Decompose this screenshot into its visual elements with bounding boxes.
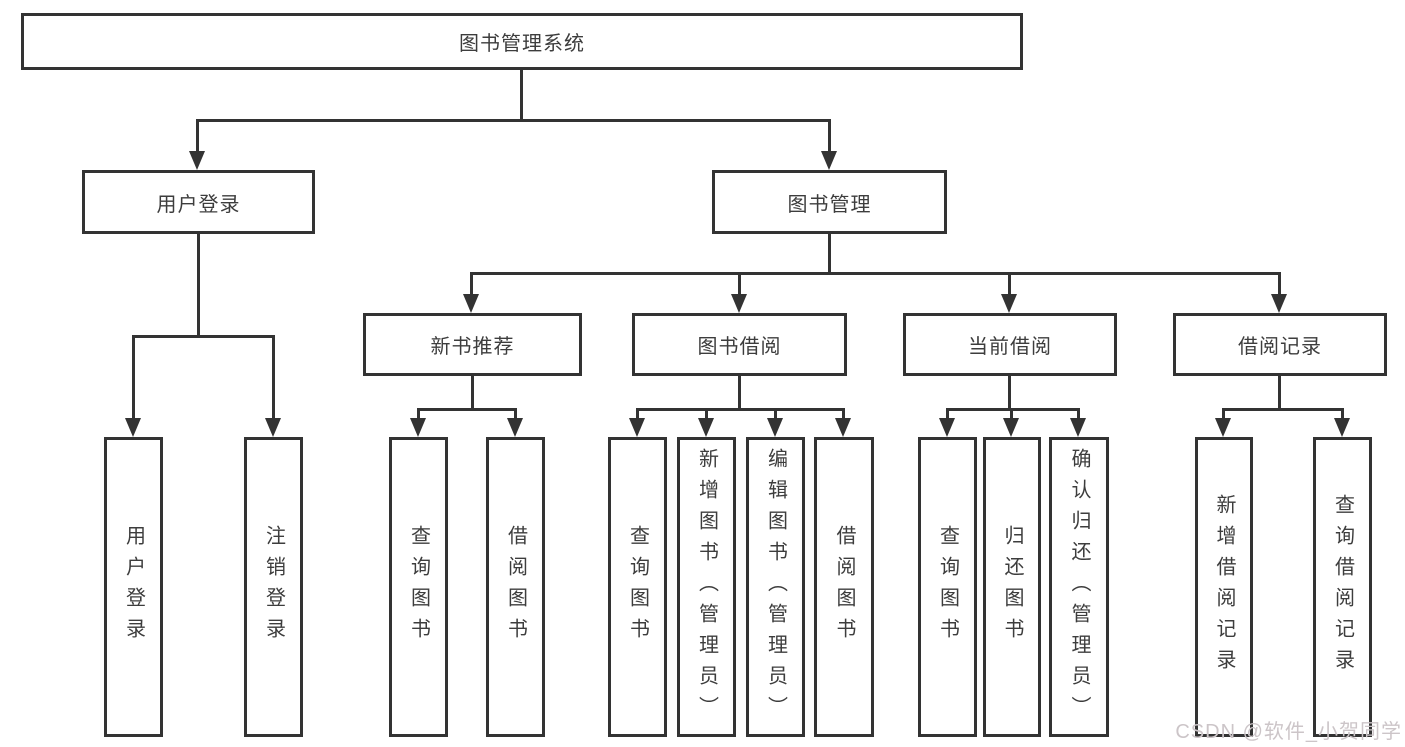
leaf-query-books-current: 查询图书 (918, 437, 977, 737)
arrow-down-icon (629, 418, 645, 437)
node-label: 新书推荐 (430, 336, 515, 358)
arrow-down-icon (265, 418, 281, 437)
node-label: 图书管理系统 (459, 33, 585, 55)
connector-line (470, 272, 1281, 275)
arrow-down-icon (189, 151, 205, 170)
csdn-watermark: CSDN @软件_小贺同学 (1175, 721, 1402, 743)
leaf-label: 新增图书（管理员） (695, 447, 718, 727)
connector-line (1341, 408, 1344, 419)
arrow-down-icon (835, 418, 851, 437)
leaf-label: 查询借阅记录 (1331, 494, 1354, 680)
node-label: 借阅记录 (1238, 336, 1322, 358)
node-label: 当前借阅 (968, 336, 1052, 358)
connector-line (196, 119, 199, 153)
node-book-borrowing: 图书借阅 (632, 313, 847, 376)
leaf-user-login: 用户登录 (104, 437, 163, 737)
connector-line (828, 119, 831, 153)
connector-line (636, 408, 639, 419)
connector-line (738, 376, 741, 408)
connector-line (197, 234, 200, 335)
arrow-down-icon (767, 418, 783, 437)
connector-line (1222, 408, 1225, 419)
connector-line (417, 408, 517, 411)
leaf-return-books: 归还图书 (983, 437, 1041, 737)
leaf-logout: 注销登录 (244, 437, 303, 737)
connector-line (636, 408, 844, 411)
leaf-label: 新增借阅记录 (1213, 494, 1235, 680)
arrow-down-icon (125, 418, 141, 437)
node-library-management-system: 图书管理系统 (21, 13, 1023, 70)
leaf-label: 借阅图书 (833, 525, 855, 649)
node-book-management-branch: 图书管理 (712, 170, 947, 234)
leaf-confirm-return-admin: 确认归还（管理员） (1049, 437, 1109, 737)
connector-line (1278, 376, 1281, 408)
connector-line (738, 272, 741, 297)
node-current-borrowing: 当前借阅 (903, 313, 1117, 376)
arrow-down-icon (507, 418, 523, 437)
connector-line (1008, 272, 1011, 297)
leaf-label: 借阅图书 (504, 525, 527, 649)
leaf-label: 查询图书 (936, 525, 959, 649)
connector-line (132, 335, 274, 338)
leaf-add-books-admin: 新增图书（管理员） (677, 437, 736, 737)
leaf-query-borrow-record: 查询借阅记录 (1313, 437, 1372, 737)
arrow-down-icon (1003, 418, 1019, 437)
connector-line (774, 408, 777, 419)
leaf-query-books-recommend: 查询图书 (389, 437, 448, 737)
connector-line (514, 408, 517, 419)
leaf-query-books-borrowing: 查询图书 (608, 437, 667, 737)
connector-line (1077, 408, 1080, 419)
arrow-down-icon (1215, 418, 1231, 437)
arrow-down-icon (698, 418, 714, 437)
leaf-label: 编辑图书（管理员） (764, 447, 787, 727)
arrow-down-icon (821, 151, 837, 170)
leaf-label: 注销登录 (262, 525, 285, 649)
connector-line (470, 272, 473, 297)
connector-line (417, 408, 420, 419)
connector-line (471, 376, 474, 408)
node-user-login-branch: 用户登录 (82, 170, 315, 234)
connector-line (705, 408, 708, 419)
arrow-down-icon (939, 418, 955, 437)
arrow-down-icon (1070, 418, 1086, 437)
connector-line (1278, 272, 1281, 297)
node-new-book-recommendation: 新书推荐 (363, 313, 582, 376)
leaf-label: 确认归还（管理员） (1068, 447, 1090, 727)
connector-line (1008, 376, 1011, 408)
arrow-down-icon (731, 294, 747, 313)
arrow-down-icon (463, 294, 479, 313)
node-borrowing-records: 借阅记录 (1173, 313, 1387, 376)
connector-line (1010, 408, 1013, 419)
leaf-borrow-books-recommend: 借阅图书 (486, 437, 545, 737)
arrow-down-icon (1001, 294, 1017, 313)
leaf-label: 查询图书 (626, 525, 649, 649)
arrow-down-icon (410, 418, 426, 437)
leaf-add-borrow-record: 新增借阅记录 (1195, 437, 1253, 737)
node-label: 用户登录 (156, 193, 241, 216)
connector-line (520, 69, 523, 120)
connector-line (132, 335, 135, 419)
node-label: 图书管理 (787, 193, 872, 216)
connector-line (196, 119, 831, 122)
connector-line (272, 335, 275, 419)
arrow-down-icon (1271, 294, 1287, 313)
leaf-label: 查询图书 (407, 525, 430, 649)
leaf-label: 用户登录 (122, 525, 145, 649)
node-label: 图书借阅 (697, 336, 782, 358)
leaf-edit-books-admin: 编辑图书（管理员） (746, 437, 805, 737)
connector-line (946, 408, 949, 419)
connector-line (1222, 408, 1342, 411)
leaf-borrow-books: 借阅图书 (814, 437, 874, 737)
arrow-down-icon (1334, 418, 1350, 437)
connector-line (828, 234, 831, 272)
connector-line (842, 408, 845, 419)
leaf-label: 归还图书 (1001, 525, 1023, 649)
